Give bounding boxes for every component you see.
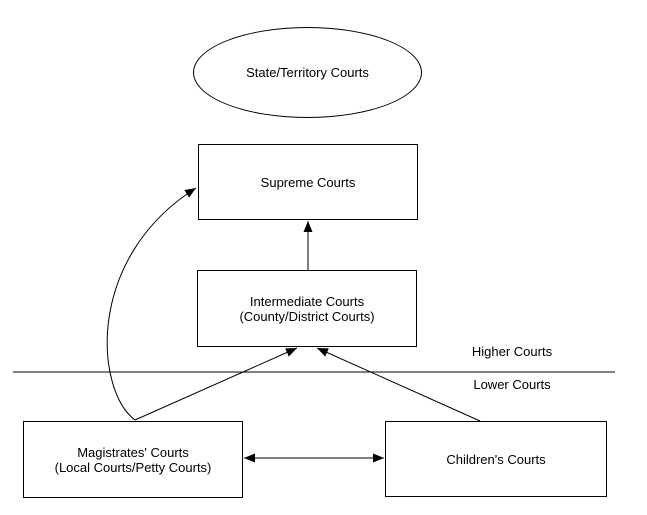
magistrates-courts-box: Magistrates' Courts (Local Courts/Petty … — [23, 421, 243, 498]
intermediate-courts-label-line2: (County/District Courts) — [239, 308, 375, 324]
childrens-courts-label: Children's Courts — [446, 451, 546, 467]
childrens-courts-box: Children's Courts — [385, 421, 607, 497]
intermediate-courts-box: Intermediate Courts (County/District Cou… — [197, 270, 417, 347]
arrow-magistrates-to-supreme-curve — [106, 187, 197, 421]
magistrates-courts-label-line2: (Local Courts/Petty Courts) — [54, 459, 212, 475]
state-territory-courts-label: State/Territory Courts — [246, 65, 369, 80]
supreme-courts-box: Supreme Courts — [198, 144, 418, 220]
supreme-courts-label: Supreme Courts — [260, 174, 356, 190]
state-territory-courts-ellipse: State/Territory Courts — [193, 27, 422, 118]
magistrates-courts-label-line1: Magistrates' Courts — [77, 444, 189, 460]
intermediate-courts-label-line1: Intermediate Courts — [249, 293, 365, 309]
lower-courts-label: Lower Courts — [473, 377, 551, 392]
arrow-magistrates-to-intermediate — [134, 347, 298, 421]
higher-courts-label: Higher Courts — [471, 344, 553, 359]
